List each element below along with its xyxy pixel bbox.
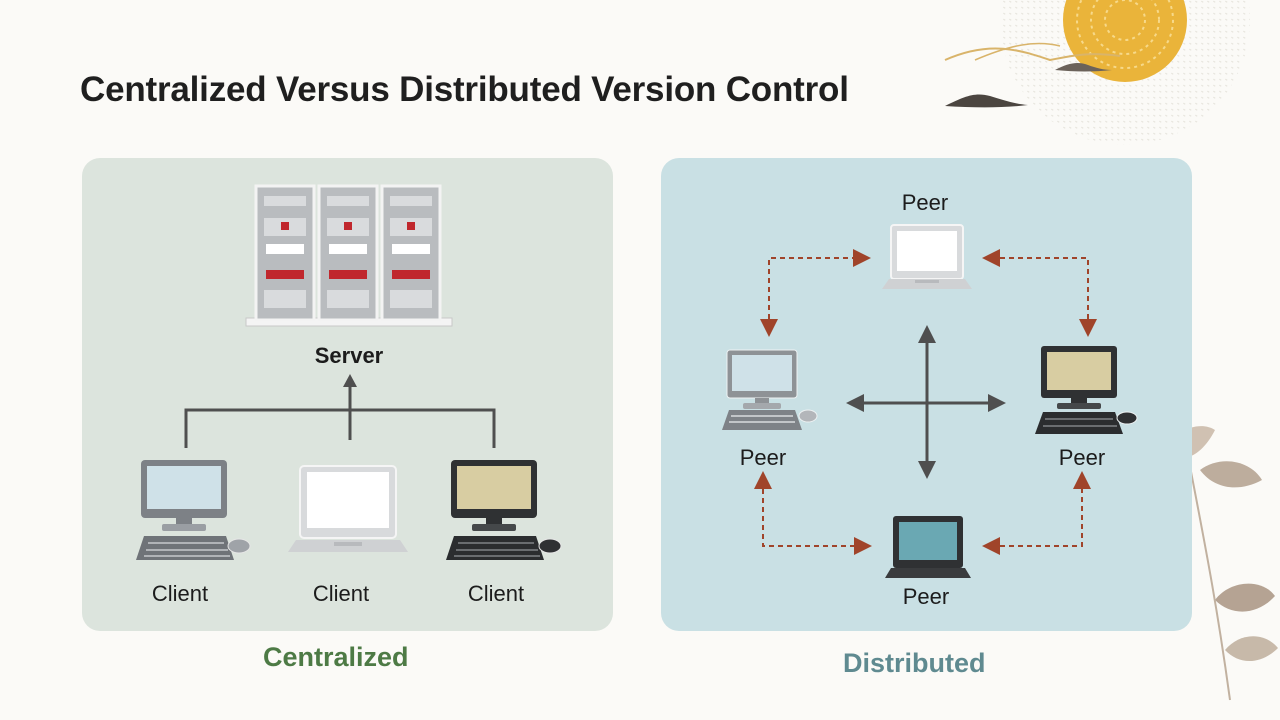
central-cross-arrows xyxy=(846,325,1006,479)
slide-title: Centralized Versus Distributed Version C… xyxy=(80,70,849,109)
link-right-bottom xyxy=(982,471,1091,555)
desktop-computer-icon xyxy=(136,460,251,560)
peer-label-right: Peer xyxy=(1059,445,1105,470)
distributed-caption: Distributed xyxy=(843,648,986,678)
peer-label-left: Peer xyxy=(740,445,786,470)
client-server-connector xyxy=(184,384,496,448)
mouse-icon xyxy=(538,538,562,554)
arrow-icon xyxy=(343,374,357,387)
desktop-computer-icon xyxy=(1035,346,1138,434)
link-left-bottom xyxy=(754,471,872,555)
peer-links xyxy=(754,249,1097,555)
laptop-icon xyxy=(882,224,972,289)
centralized-panel: Server Client Client xyxy=(82,158,613,631)
distributed-panel: Peer Peer xyxy=(661,158,1192,631)
bird-shape-2 xyxy=(1055,62,1112,72)
link-top-right xyxy=(982,249,1097,337)
laptop-icon xyxy=(885,516,971,578)
desktop-computer-icon xyxy=(722,349,818,430)
mouse-icon xyxy=(227,538,251,554)
mouse-icon xyxy=(1116,411,1138,425)
wave-line xyxy=(944,47,1121,62)
mouse-icon xyxy=(798,409,818,423)
desktop-computer-icon xyxy=(446,460,562,560)
bird-shape xyxy=(945,94,1028,108)
link-top-left xyxy=(760,249,871,337)
peer-label-bottom: Peer xyxy=(903,584,949,609)
client-label-1: Client xyxy=(152,581,208,606)
wave-line-2 xyxy=(974,42,1061,61)
client-label-2: Client xyxy=(313,581,369,606)
laptop-icon xyxy=(288,465,408,552)
sun-icon xyxy=(1000,0,1250,145)
server-rack-icon xyxy=(245,184,453,327)
client-label-3: Client xyxy=(468,581,524,606)
server-label: Server xyxy=(315,343,384,368)
peer-label-top: Peer xyxy=(902,190,948,215)
centralized-caption: Centralized xyxy=(263,642,409,672)
